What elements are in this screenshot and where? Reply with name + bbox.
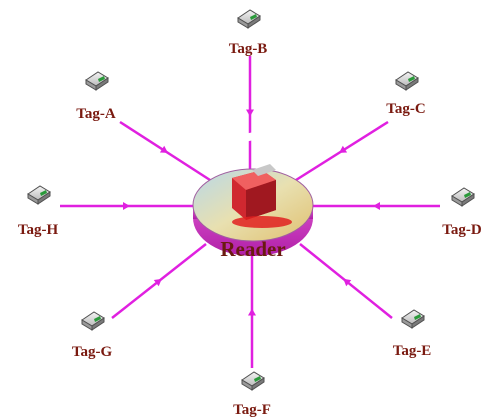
rfid-tag-icon xyxy=(241,371,265,391)
tag-label-a: Tag-A xyxy=(76,106,116,122)
rfid-tag-icon xyxy=(85,71,109,91)
arrow-icon-e xyxy=(343,278,352,287)
links-group xyxy=(60,56,440,368)
arrow-icon-f xyxy=(248,308,256,316)
tag-label-h: Tag-H xyxy=(18,222,59,238)
rfid-tag-icon xyxy=(401,309,425,329)
tag-label-f: Tag-F xyxy=(233,402,271,418)
reader-label: Reader xyxy=(220,237,285,261)
tag-node-e: Tag-E xyxy=(393,309,432,359)
tag-label-b: Tag-B xyxy=(229,41,268,57)
tag-node-a: Tag-A xyxy=(76,71,116,122)
rfid-tag-icon xyxy=(81,311,105,331)
arrow-icon-b xyxy=(246,109,254,117)
tag-node-c: Tag-C xyxy=(386,71,426,117)
rfid-tag-icon xyxy=(451,187,475,207)
arrow-icon-c xyxy=(339,145,348,153)
tag-label-e: Tag-E xyxy=(393,343,432,359)
tag-label-d: Tag-D xyxy=(442,222,482,238)
arrow-icon-g xyxy=(153,278,162,287)
rfid-tag-icon xyxy=(237,9,261,29)
reader-node: Reader xyxy=(192,130,314,261)
tag-node-b: Tag-B xyxy=(229,9,268,57)
printer-reader-icon xyxy=(232,130,292,228)
tag-node-f: Tag-F xyxy=(233,371,271,418)
tag-label-g: Tag-G xyxy=(72,344,113,360)
tag-node-d: Tag-D xyxy=(442,187,482,238)
tag-node-h: Tag-H xyxy=(18,185,59,238)
tag-label-c: Tag-C xyxy=(386,101,425,117)
arrow-icon-d xyxy=(373,202,380,210)
rfid-tag-icon xyxy=(395,71,419,91)
tag-node-g: Tag-G xyxy=(72,311,113,360)
rfid-tag-icon xyxy=(27,185,51,205)
arrow-icon-h xyxy=(123,202,130,210)
arrow-icon-a xyxy=(159,145,168,153)
